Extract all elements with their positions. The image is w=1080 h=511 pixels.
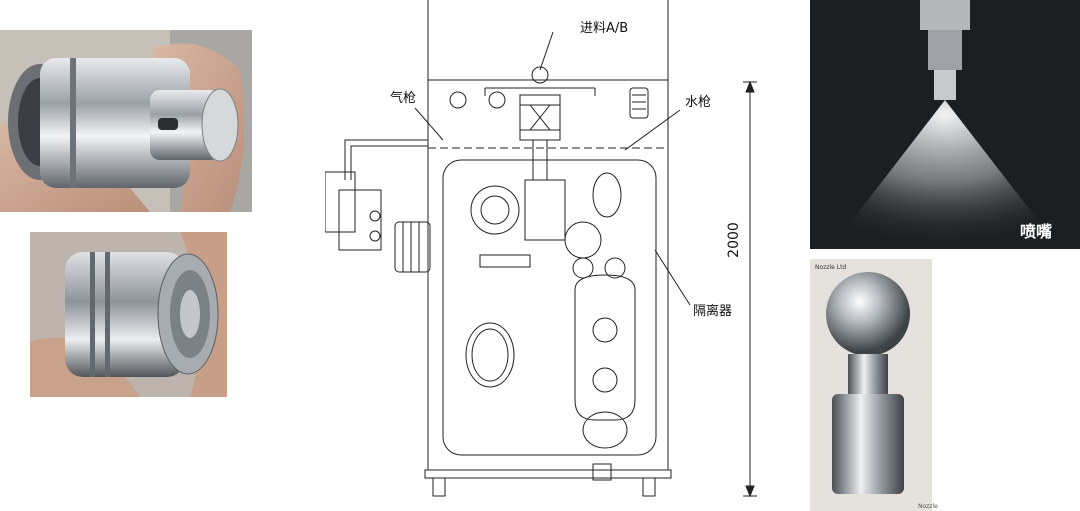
spray-nozzle-icon bbox=[810, 0, 1080, 249]
isolator-technical-drawing: 进料A/B 气枪 水枪 隔离器 2000 bbox=[325, 0, 757, 498]
water-gun-label: 水枪 bbox=[685, 94, 711, 110]
spray-ball-photo bbox=[810, 259, 932, 511]
quick-coupling-photo bbox=[0, 30, 252, 212]
spray-ball-mark: Nozzle bbox=[918, 503, 938, 510]
feed-label: 进料A/B bbox=[580, 21, 628, 36]
coupling-photo-bottom bbox=[30, 232, 227, 397]
nozzle-caption: 喷嘴 bbox=[1020, 222, 1053, 241]
air-gun-label: 气枪 bbox=[390, 90, 416, 106]
quick-coupling-photo bbox=[30, 232, 227, 397]
nozzle-photo bbox=[810, 0, 1080, 249]
dimension-label: 2000 bbox=[726, 222, 742, 258]
rotating-spray-ball-photo bbox=[810, 259, 932, 511]
spray-ball-brand: Nozzle Ltd bbox=[815, 264, 847, 271]
isolator-label: 隔离器 bbox=[693, 303, 732, 319]
coupling-photo-top bbox=[0, 30, 252, 212]
